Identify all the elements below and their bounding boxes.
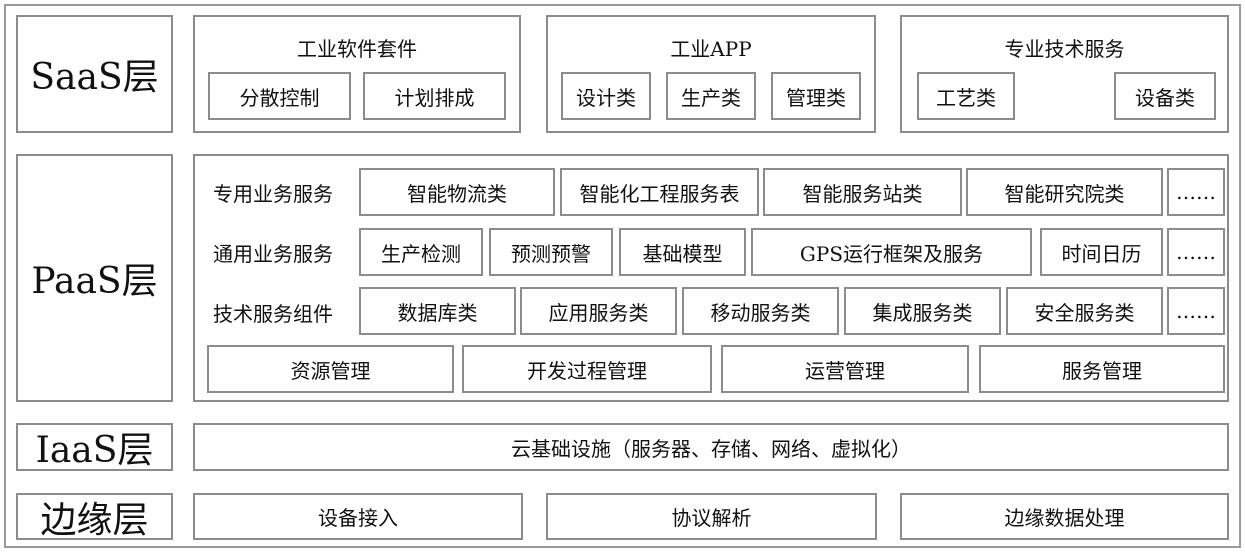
saas-layer-label: SaaS层 <box>16 15 173 133</box>
edge-protocol-parsing: 协议解析 <box>546 493 877 540</box>
paas-item-smart-engineering: 智能化工程服务表 <box>560 168 759 216</box>
saas-item-management: 管理类 <box>771 72 861 120</box>
paas-item-base-model: 基础模型 <box>619 228 746 276</box>
paas-item-more-2: …… <box>1167 228 1225 276</box>
paas-mgmt-dev-process: 开发过程管理 <box>462 345 712 393</box>
paas-item-integration-service: 集成服务类 <box>844 287 1001 335</box>
paas-item-smart-institute: 智能研究院类 <box>966 168 1163 216</box>
paas-item-time-calendar: 时间日历 <box>1040 228 1163 276</box>
saas-item-production: 生产类 <box>666 72 756 120</box>
group-title: 工业软件套件 <box>297 37 417 61</box>
paas-item-production-inspection: 生产检测 <box>359 228 483 276</box>
saas-item-distributed-control: 分散控制 <box>208 72 351 120</box>
edge-layer-label: 边缘层 <box>16 493 173 541</box>
paas-item-smart-logistics: 智能物流类 <box>359 168 555 216</box>
paas-mgmt-operation: 运营管理 <box>721 345 969 393</box>
edge-data-processing: 边缘数据处理 <box>900 493 1229 540</box>
paas-row-label-dedicated: 专用业务服务 <box>213 182 333 206</box>
paas-mgmt-resource: 资源管理 <box>207 345 454 393</box>
paas-item-more-1: …… <box>1167 168 1225 216</box>
paas-item-application-service: 应用服务类 <box>520 287 677 335</box>
iaas-layer-label: IaaS层 <box>16 423 173 471</box>
paas-item-mobile-service: 移动服务类 <box>682 287 839 335</box>
saas-group-industrial-software: 工业软件套件 分散控制 计划排成 <box>193 15 521 133</box>
saas-item-plan-scheduling: 计划排成 <box>363 72 506 120</box>
saas-item-design: 设计类 <box>561 72 651 120</box>
group-title: 专业技术服务 <box>1004 37 1125 61</box>
iaas-cloud-infrastructure: 云基础设施（服务器、存储、网络、虚拟化） <box>193 423 1229 471</box>
architecture-frame <box>4 4 1241 548</box>
paas-item-security-service: 安全服务类 <box>1006 287 1163 335</box>
saas-item-process: 工艺类 <box>917 72 1015 120</box>
paas-item-gps-framework: GPS运行框架及服务 <box>751 228 1032 276</box>
paas-item-prediction-warning: 预测预警 <box>489 228 613 276</box>
edge-device-access: 设备接入 <box>193 493 523 540</box>
paas-row-label-technical: 技术服务组件 <box>213 302 333 326</box>
group-title: 工业APP <box>670 37 752 61</box>
paas-layer-label: PaaS层 <box>16 154 173 402</box>
saas-item-equipment: 设备类 <box>1114 72 1216 120</box>
paas-row-label-general: 通用业务服务 <box>213 242 333 266</box>
paas-mgmt-service: 服务管理 <box>979 345 1225 393</box>
paas-item-smart-service-station: 智能服务站类 <box>763 168 962 216</box>
saas-group-industrial-app: 工业APP 设计类 生产类 管理类 <box>546 15 876 133</box>
saas-group-professional-services: 专业技术服务 工艺类 设备类 <box>900 15 1229 133</box>
paas-item-more-3: …… <box>1167 287 1225 335</box>
paas-container: 专用业务服务 智能物流类 智能化工程服务表 智能服务站类 智能研究院类 …… 通… <box>193 154 1229 402</box>
paas-item-database: 数据库类 <box>359 287 516 335</box>
